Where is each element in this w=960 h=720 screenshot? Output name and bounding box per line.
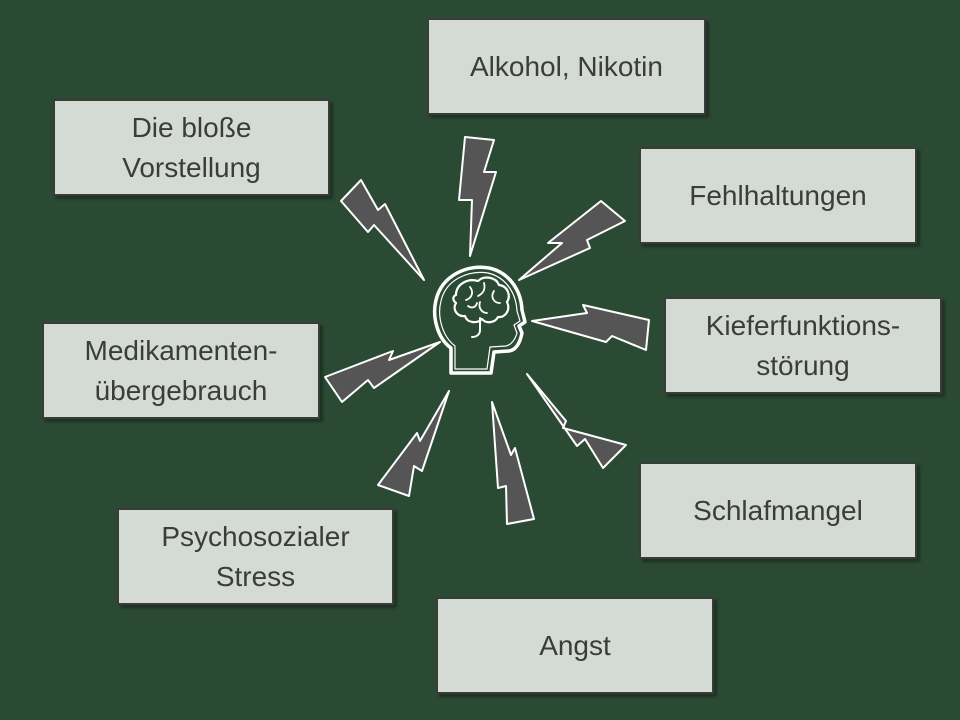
lightning-bolt-icon [531, 304, 650, 351]
lightning-bolt-icon [518, 200, 626, 281]
cause-box-fehlhaltungen: Fehlhaltungen [639, 147, 917, 244]
lightning-bolt-icon [491, 401, 535, 525]
cause-label: Schlafmangel [693, 494, 863, 526]
lightning-bolt-icon [377, 390, 450, 497]
lightning-bolt-icon [324, 341, 441, 403]
cause-box-kieferfunktionsstoerung: Kieferfunktions- störung [664, 297, 942, 394]
cause-box-bloße-vorstellung: Die bloße Vorstellung [53, 99, 330, 196]
cause-box-angst: Angst [436, 597, 714, 694]
cause-label: Angst [539, 629, 611, 661]
cause-label: Kieferfunktions- störung [705, 309, 901, 381]
cause-label: Alkohol, Nikotin [470, 50, 663, 82]
lightning-bolt-icon [340, 179, 425, 281]
cause-box-alkohol-nikotin: Alkohol, Nikotin [427, 18, 706, 115]
cause-label: Die bloße Vorstellung [122, 111, 261, 183]
cause-label: Fehlhaltungen [689, 179, 867, 211]
lightning-bolt-icon [458, 136, 497, 257]
cause-box-schlafmangel: Schlafmangel [639, 462, 917, 559]
cause-label: Medikamenten- übergebrauch [84, 334, 278, 406]
lightning-bolt-icon [526, 373, 627, 469]
cause-box-medikamentenuebergebrauch: Medikamenten- übergebrauch [42, 322, 320, 419]
head-brain-icon [432, 265, 527, 375]
cause-box-psychosozialer-stress: Psychosozialer Stress [117, 508, 394, 605]
cause-label: Psychosozialer Stress [161, 520, 350, 592]
